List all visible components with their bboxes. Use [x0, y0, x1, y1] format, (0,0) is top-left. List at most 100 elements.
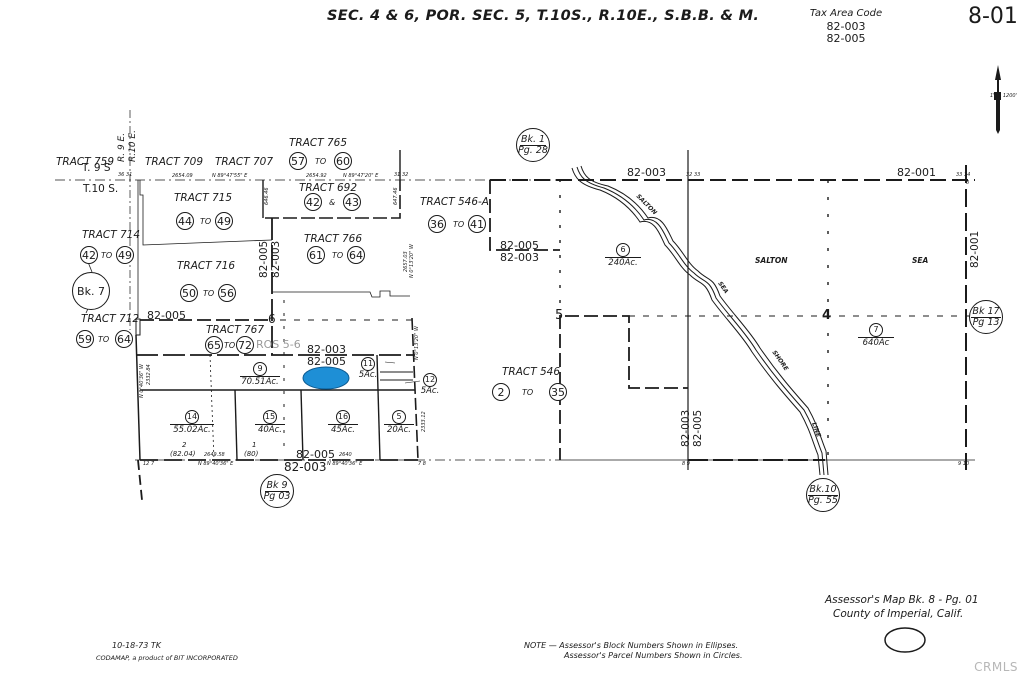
lot-acreage: (80) — [244, 450, 259, 458]
tract-709-label: TRACT 709 — [145, 156, 204, 168]
tax-code-82-001-right: 82-001 — [969, 230, 981, 268]
bearing-label: N 0°13'20" W — [414, 326, 420, 360]
parcel-circle: 36 — [428, 215, 446, 233]
highlighted-parcel-ellipse — [302, 366, 350, 390]
township-t10s: T.10 S. — [83, 183, 119, 195]
parcel-circle: 49 — [116, 246, 134, 264]
corner-9-10: 9 10 — [958, 461, 970, 467]
bearing-label: N 0°40'36" W — [139, 364, 145, 398]
crmls-watermark: CRMLS — [974, 660, 1018, 674]
distance-label: 2332.84 — [146, 364, 152, 385]
salton-sea-label-1: SALTON — [755, 256, 788, 265]
book-7-ellipse[interactable]: Bk. 7 — [72, 272, 110, 310]
parcel-circle: 56 — [218, 284, 236, 302]
tax-code-82-005-bottom: 82-005 — [296, 448, 335, 461]
tract-692-label: TRACT 692 — [299, 182, 358, 194]
parcel-circle: 49 — [215, 212, 233, 230]
tax-code-82-003-546a: 82-003 — [500, 251, 539, 264]
bearing-label: N 89°40'36" E — [327, 461, 363, 467]
tract-716-label: TRACT 716 — [177, 260, 236, 272]
corner-3: 3 — [966, 180, 970, 186]
tract-joiner: TO — [224, 341, 236, 350]
tract-715-label: TRACT 715 — [174, 192, 233, 204]
parcel-circle: 64 — [347, 246, 365, 264]
parcel-circle: 60 — [334, 152, 352, 170]
corner-36-31: 36 31 — [118, 172, 133, 178]
map-credit: CODAMAP, a product of BIT INCORPORATED — [96, 654, 238, 662]
distance-label: 2333.12 — [421, 411, 427, 432]
parcel-circle: 42 — [80, 246, 98, 264]
corner-7-8: 7 8 — [418, 461, 426, 467]
tax-code-82-005-vertical: 82-005 — [258, 240, 270, 278]
tax-code-82-003-mid: 82-003 — [307, 343, 346, 356]
tract-767-label: TRACT 767 — [206, 324, 265, 336]
distance-label: 2654.09 — [172, 173, 193, 179]
bearing-label: N 0°13'20" W — [409, 244, 415, 278]
tax-area-label: Tax Area Code — [809, 8, 883, 19]
corner-8-9: 8 9 — [682, 461, 690, 467]
range-r10e: R.10 E. — [128, 130, 138, 162]
bearing-label: N 89°47'20" E — [343, 173, 379, 179]
lot-acreage: (82.04) — [170, 450, 196, 458]
parcel-circle: 41 — [468, 215, 486, 233]
corner-33-34: 33 34 — [956, 172, 971, 178]
tract-joiner: TO — [101, 251, 113, 260]
tract-joiner: TO — [200, 217, 212, 226]
tract-joiner: TO — [522, 388, 534, 397]
tract-712-label: TRACT 712 — [81, 313, 140, 325]
scale-label: 1" = 1200' — [990, 93, 1017, 99]
ros-label: ROS 5-6 — [256, 338, 301, 351]
tax-code-82-005-vertical-2: 82-005 — [692, 409, 704, 447]
tract-joiner: TO — [453, 220, 465, 229]
range-r9e: R. 9 E. — [117, 132, 127, 162]
tax-code-82-003-vertical-2: 82-003 — [680, 409, 692, 447]
tax-code-82-003-top: 82-003 — [627, 166, 666, 179]
tract-765-label: TRACT 765 — [289, 137, 348, 149]
salton-sea-label-2: SEA — [912, 256, 929, 265]
township-t9s: T. 9 S — [82, 162, 111, 174]
distance-label: 2649.58 — [204, 452, 225, 458]
tax-code-82-005-546a: 82-005 — [500, 239, 539, 252]
tax-code-82-005-left: 82-005 — [147, 309, 186, 322]
parcel-circle: 64 — [115, 330, 133, 348]
tract-joiner: TO — [332, 251, 344, 260]
bearing-label: N 89°40'36" E — [198, 461, 234, 467]
legend-note-line-1: NOTE — Assessor's Block Numbers Shown in… — [524, 641, 739, 650]
legend-note-line-2: Assessor's Parcel Numbers Shown in Circl… — [564, 651, 743, 660]
section-5-label: 5 — [555, 308, 564, 323]
tax-code-82-005-mid: 82-005 — [307, 355, 346, 368]
map-date: 10-18-73 TK — [112, 641, 161, 650]
tax-area-code-2: 82-005 — [826, 32, 866, 45]
tract-546a-label: TRACT 546-A — [420, 196, 489, 208]
assessor-map-reference: Assessor's Map Bk. 8 - Pg. 01 — [825, 594, 979, 606]
tax-area-code-1: 82-003 — [826, 20, 866, 33]
parcel-circle: 35 — [549, 383, 567, 401]
corner-32-33: 32 33 — [686, 172, 701, 178]
parcel-circle: 72 — [236, 336, 254, 354]
tax-code-82-003-vertical: 82-003 — [270, 240, 282, 278]
tract-joiner: TO — [203, 289, 215, 298]
distance-label: 646.46 — [264, 187, 270, 206]
bearing-label: N 89°47'55" E — [212, 173, 248, 179]
distance-label: 647.46 — [393, 187, 399, 206]
parcel-circle: 59 — [76, 330, 94, 348]
parcel-circle: 43 — [343, 193, 361, 211]
tract-707-label: TRACT 707 — [215, 156, 274, 168]
distance-label: 2654.92 — [306, 173, 327, 179]
page-number: 8-01 — [968, 4, 1018, 29]
corner-12-7: 12 7 — [143, 461, 155, 467]
